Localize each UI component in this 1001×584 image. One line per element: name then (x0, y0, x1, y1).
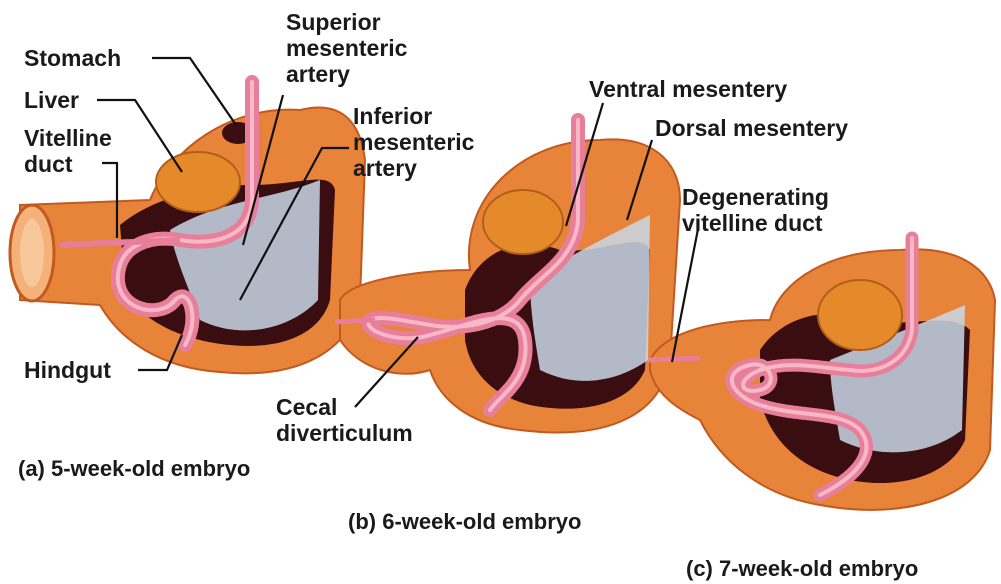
umbilical-lumen (20, 219, 44, 287)
ventral-mesentery-label: Ventral mesentery (589, 76, 787, 102)
inferior-mesenteric-artery-label-line-1: Inferior (353, 103, 474, 129)
inferior-mesenteric-artery-label: Inferior mesenteric artery (353, 103, 474, 181)
vitelline-duct-label: Vitelline duct (24, 125, 112, 177)
superior-mesenteric-artery-label-line-2: mesenteric (286, 35, 407, 61)
vitelline-remnant (335, 320, 375, 322)
cecal-diverticulum-label: Cecal diverticulum (276, 394, 413, 446)
hindgut-label: Hindgut (24, 357, 111, 383)
inferior-mesenteric-artery-label-line-2: mesenteric (353, 129, 474, 155)
inferior-mesenteric-artery-label-line-3: artery (353, 155, 474, 181)
liver (818, 280, 902, 350)
degenerating-vitelline-duct-label: Degenerating vitelline duct (682, 184, 829, 236)
vitelline-duct-label-line-2: duct (24, 151, 112, 177)
superior-mesenteric-artery-label-line-3: artery (286, 61, 407, 87)
superior-mesenteric-artery-label-line-1: Superior (286, 9, 407, 35)
caption-7-week: (c) 7-week-old embryo (686, 556, 918, 582)
stomach-leader-line (152, 58, 236, 125)
caption-5-week: (a) 5-week-old embryo (18, 456, 250, 482)
degenerating-vitelline-duct-label-line-1: Degenerating (682, 184, 829, 210)
dorsal-mesentery-label: Dorsal mesentery (655, 115, 848, 141)
vitelline-remnant (648, 358, 700, 360)
liver-label: Liver (24, 87, 79, 113)
liver (156, 152, 240, 212)
embryo-7-week (648, 238, 995, 510)
degenerating-vitelline-duct-label-line-2: vitelline duct (682, 210, 829, 236)
caption-6-week: (b) 6-week-old embryo (348, 509, 581, 535)
cecal-diverticulum-label-line-1: Cecal (276, 394, 413, 420)
vitelline-duct-label-line-1: Vitelline (24, 125, 112, 151)
superior-mesenteric-artery-label: Superior mesenteric artery (286, 9, 407, 87)
liver (483, 190, 563, 254)
stomach-label: Stomach (24, 45, 121, 71)
cecal-diverticulum-label-line-2: diverticulum (276, 420, 413, 446)
